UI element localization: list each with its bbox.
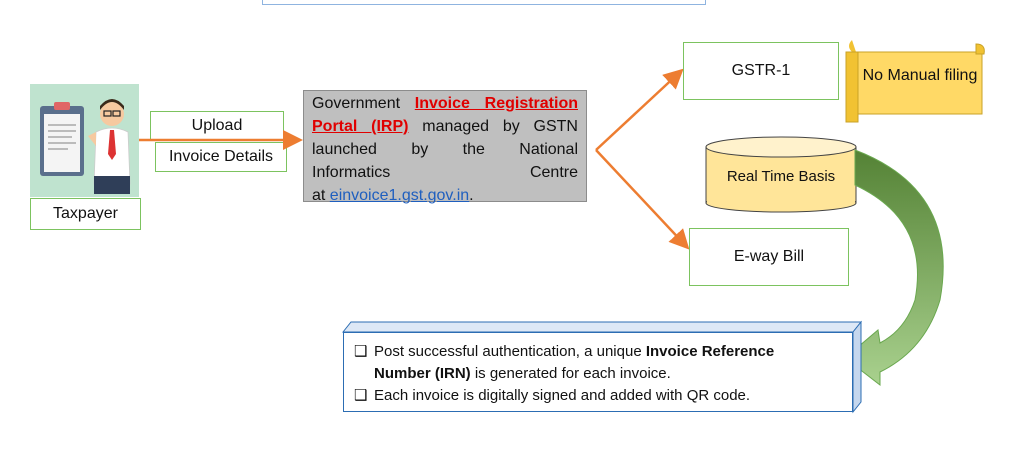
taxpayer-label: Taxpayer	[53, 205, 118, 222]
invoice-details-label: Invoice Details	[168, 148, 274, 165]
portal-at: at	[312, 187, 326, 204]
eway-bill-box: E-way Bill	[689, 228, 849, 286]
gstr1-box: GSTR-1	[683, 42, 839, 100]
portal-managed: managed by GSTN	[422, 118, 578, 135]
info-line2-text: is generated for each invoice.	[474, 365, 671, 382]
taxpayer-icon	[40, 99, 131, 194]
upload-box: Upload	[150, 111, 284, 140]
portal-link[interactable]: einvoice1.gst.gov.in	[329, 187, 470, 204]
portal-line-5: at einvoice1.gst.gov.in.	[312, 184, 578, 207]
gstr1-label: GSTR-1	[731, 62, 791, 79]
arrow-portal-to-eway	[595, 149, 690, 250]
portal-suffix: .	[469, 187, 474, 204]
checkbox-icon: ❑	[354, 387, 368, 404]
scroll-shape	[845, 40, 985, 123]
checkbox-icon: ❑	[354, 343, 368, 360]
portal-prefix: Government	[312, 95, 401, 112]
irp-name-part1: Invoice Registration	[414, 95, 578, 112]
curved-arrow-to-info	[844, 149, 944, 387]
irp-name-part2: Portal (IRP)	[312, 118, 409, 135]
invoice-details-box: Invoice Details	[155, 142, 287, 172]
info-item-1: ❑ Post successful authentication, a uniq…	[354, 341, 842, 385]
irn-info-box: ❑ Post successful authentication, a uniq…	[343, 332, 853, 412]
irp-portal-box: Government Invoice Registration Portal (…	[303, 90, 587, 204]
portal-line-4: Informatics Centre	[312, 164, 578, 181]
eway-bill-label: E-way Bill	[733, 248, 805, 265]
info-line1-bold: Invoice Reference	[645, 343, 775, 360]
top-banner-edge	[262, 0, 706, 5]
realtime-cylinder	[705, 136, 857, 213]
info-line1-text: Post successful authentication, a unique	[374, 343, 642, 360]
taxpayer-label-box: Taxpayer	[30, 198, 141, 230]
no-manual-filing-label: No Manual filing	[862, 67, 978, 84]
portal-line-1: Government Invoice Registration	[312, 92, 578, 115]
taxpayer-illustration	[30, 84, 139, 197]
arrow-portal-to-gstr1	[595, 68, 684, 151]
realtime-label: Real Time Basis	[726, 168, 836, 185]
info-item-2: ❑ Each invoice is digitally signed and a…	[354, 385, 842, 407]
info-line2-bold: Number (IRN)	[374, 365, 471, 382]
upload-label: Upload	[191, 116, 243, 134]
info-line3-text: Each invoice is digitally signed and add…	[374, 387, 751, 404]
portal-line-2: Portal (IRP) managed by GSTN	[312, 115, 578, 138]
portal-line-3: launched by the National	[312, 141, 578, 158]
